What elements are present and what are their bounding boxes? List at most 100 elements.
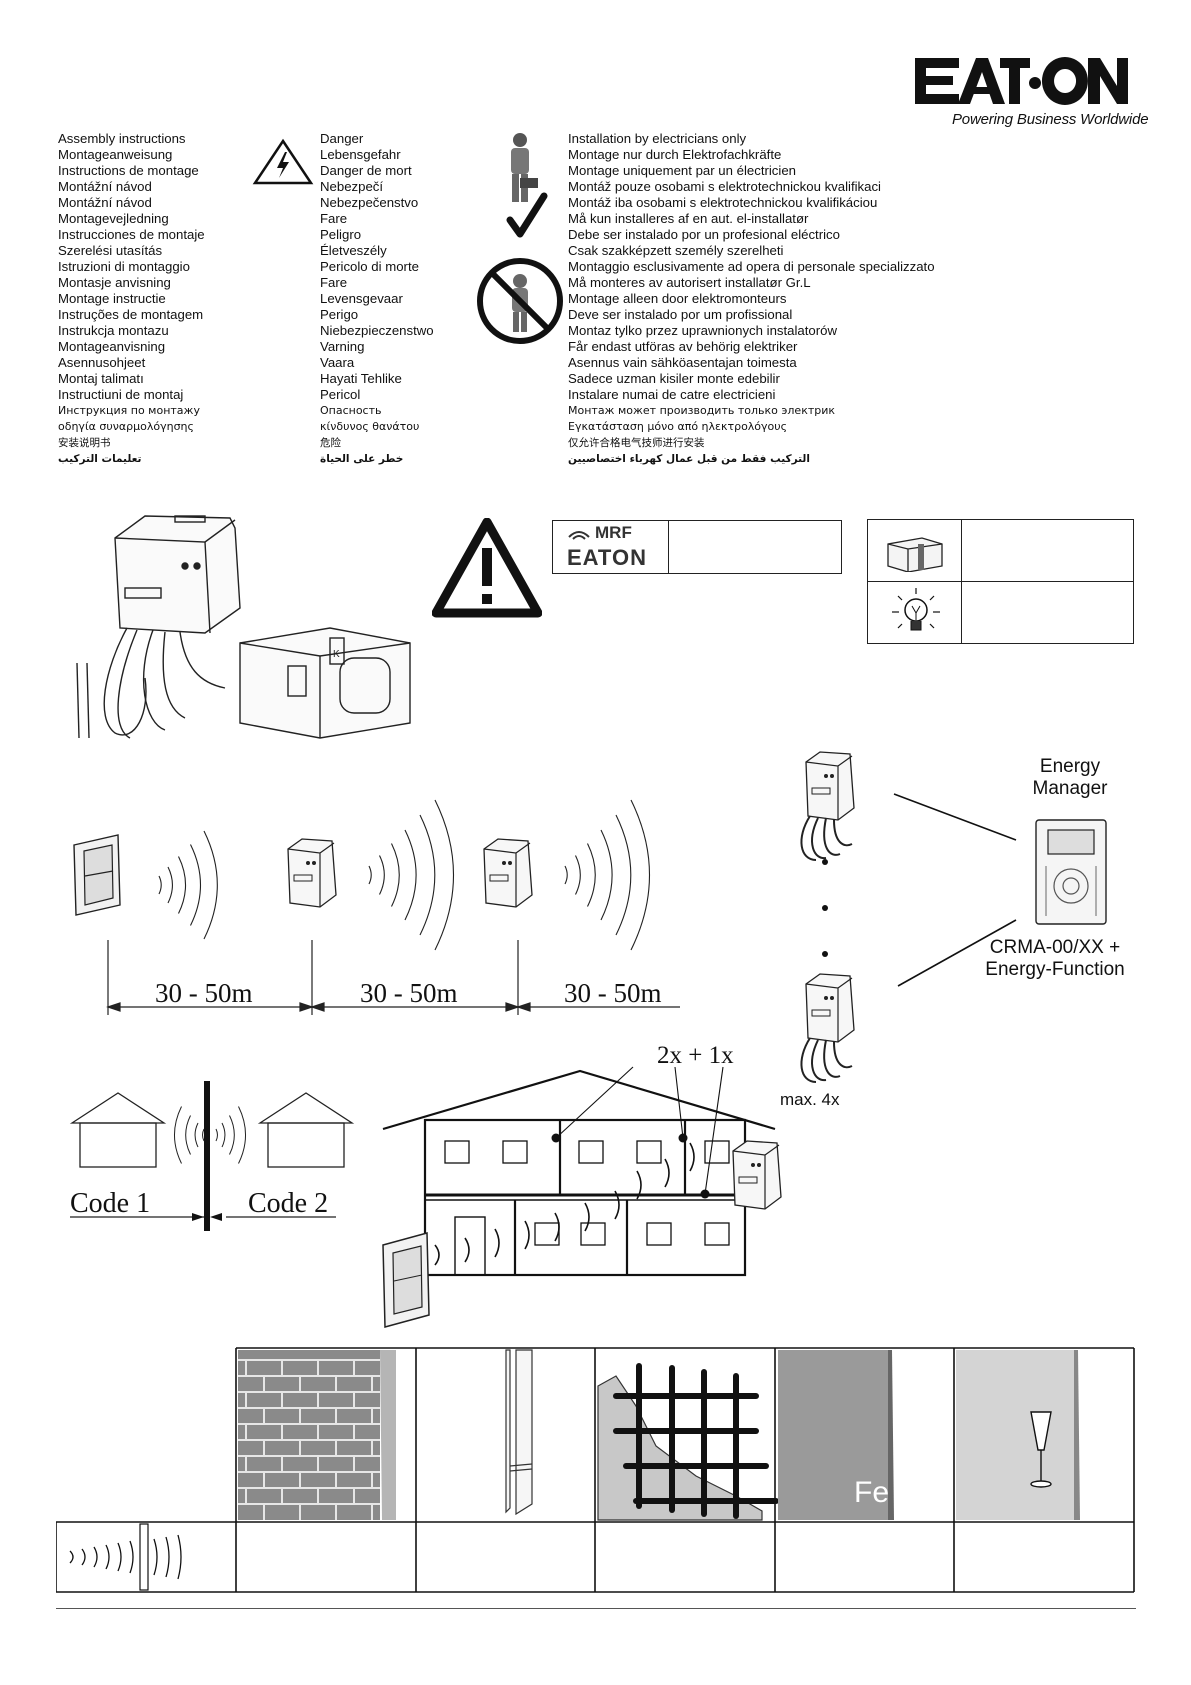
danger-line: Nebezpečí xyxy=(320,179,384,194)
product-info-table xyxy=(867,519,1134,644)
installation-line: Montaz tylko przez uprawnionych instalat… xyxy=(568,323,838,338)
instructions-line: Instruções de montagem xyxy=(58,307,204,322)
wall-switch-icon xyxy=(382,1232,430,1328)
brand-tagline: Powering Business Worldwide xyxy=(952,111,1149,128)
instructions-line: Montageanweisung xyxy=(58,147,173,162)
light-bulb-icon xyxy=(892,588,940,631)
range-distance-1: 30 - 50m xyxy=(155,978,253,1008)
danger-line: Levensgevaar xyxy=(320,291,403,306)
reinforced-concrete-icon xyxy=(597,1363,779,1521)
repeater-device-1 xyxy=(287,838,337,908)
installation-line: Må kun installeres af en aut. el-install… xyxy=(568,211,809,226)
actuator-with-current-clamp-illustration: K xyxy=(76,515,411,739)
brick-wall-icon xyxy=(238,1350,396,1520)
instructions-line: Assembly instructions xyxy=(58,131,186,146)
danger-line: Nebezpečenstvo xyxy=(320,195,419,210)
range-distance-2: 30 - 50m xyxy=(360,978,458,1008)
installation-line: Montaggio esclusivamente ad opera di per… xyxy=(568,259,935,274)
energy-actuator-2 xyxy=(800,973,855,1083)
instructions-line: Instructiuni de montaj xyxy=(58,387,184,402)
radio-waves-icon xyxy=(568,531,590,540)
installation-line: Installation by electricians only xyxy=(568,131,747,146)
glass-pane-icon xyxy=(956,1350,1080,1520)
wooden-panel-icon xyxy=(505,1349,533,1516)
installation-line: Εγκατάσταση μόνο από ηλεκτρολόγους xyxy=(568,420,788,433)
instructions-line: Montaj talimatı xyxy=(58,371,144,386)
no-unqualified-person-icon xyxy=(477,258,563,344)
instructions-line: Montagevejledning xyxy=(58,211,169,226)
mrf-logo: MRF EATON xyxy=(553,521,669,573)
danger-line: Niebezpieczenstwo xyxy=(320,323,434,338)
connection-lines xyxy=(893,793,1017,987)
installation-line: Debe ser instalado por un profesional el… xyxy=(568,227,840,242)
danger-line: Danger de mort xyxy=(320,163,412,178)
energy-actuator-1 xyxy=(800,751,855,861)
danger-line: Varning xyxy=(320,339,365,354)
installation-line: Montáž iba osobami s elektrotechnickou k… xyxy=(568,195,878,210)
mrf-label-box: MRF EATON xyxy=(552,520,842,574)
installation-line: Монтаж может производить только электрик xyxy=(568,404,836,417)
check-icon xyxy=(506,192,548,238)
installation-line: Deve ser instalado por um profissional xyxy=(568,307,793,322)
iron-symbol: Fe xyxy=(854,1476,889,1509)
danger-line: Vaara xyxy=(320,355,355,370)
installation-line: Asennus vain sähköasentajan toimesta xyxy=(568,355,797,370)
instructions-line: 安装说明书 xyxy=(58,437,111,449)
installation-line: Montage uniquement par un électricien xyxy=(568,163,796,178)
installation-line: Csak szakképzett személy szerelheti xyxy=(568,243,784,258)
materials-attenuation-table: Fe xyxy=(56,1347,1135,1593)
danger-line: Pericol xyxy=(320,387,361,402)
range-distance-3: 30 - 50m xyxy=(564,978,662,1008)
installation-line: Montáž pouze osobami s elektrotechnickou… xyxy=(568,179,881,194)
max-devices-label: max. 4x xyxy=(780,1090,840,1109)
house-left-icon xyxy=(69,1092,167,1124)
energy-manager-device xyxy=(1035,819,1107,925)
installation-line: Må monteres av autorisert installatør Gr… xyxy=(568,275,811,290)
instructions-line: Montasje anvisning xyxy=(58,275,171,290)
house-right-icon xyxy=(257,1092,355,1124)
energy-actuator-devices xyxy=(800,751,855,1083)
eaton-logo xyxy=(915,57,1128,105)
instructions-line: Инструкция по монтажу xyxy=(58,404,200,417)
radio-waves xyxy=(158,799,650,951)
danger-line: Életveszély xyxy=(320,243,387,258)
code-diagram xyxy=(69,1081,355,1231)
instructions-line: Asennusohjeet xyxy=(58,355,146,370)
installation-line: Instalare numai de catre electricieni xyxy=(568,387,776,402)
svg-text:K: K xyxy=(333,649,340,660)
danger-line: Perigo xyxy=(320,307,359,322)
instructions-line: Montage instructie xyxy=(58,291,166,306)
wine-glass-icon xyxy=(1030,1411,1052,1488)
signal-waves-icon xyxy=(69,1534,182,1580)
instructions-line: Montážní návod xyxy=(58,195,152,210)
mrf-text: MRF xyxy=(595,523,632,542)
danger-line: 危险 xyxy=(320,437,341,449)
danger-line: Fare xyxy=(320,275,348,290)
metal-plate-icon: Fe xyxy=(778,1350,894,1520)
warning-icon xyxy=(432,518,542,618)
danger-line: κίνδυνος θανάτου xyxy=(320,420,420,433)
house-cross-section-diagram xyxy=(382,1066,782,1328)
display-screen xyxy=(1047,829,1095,855)
instructions-line: تعليمات التركيب xyxy=(58,453,142,465)
installation-line: Får endast utföras av behörig elektriker xyxy=(568,339,798,354)
danger-line: Lebensgefahr xyxy=(320,147,401,162)
instructions-line: Instructions de montage xyxy=(58,163,199,178)
installation-line: Montage alleen door elektromonteurs xyxy=(568,291,787,306)
danger-line: Danger xyxy=(320,131,364,146)
danger-line: Fare xyxy=(320,211,348,226)
code-divider xyxy=(204,1081,210,1231)
mrf-eaton-text: EATON xyxy=(567,545,647,570)
code-2-label: Code 2 xyxy=(248,1188,329,1219)
instructions-line: Instrucciones de montaje xyxy=(58,227,205,242)
footer-rule xyxy=(56,1608,1136,1609)
electrician-icon xyxy=(506,133,548,238)
danger-line: Опасность xyxy=(320,404,382,417)
danger-line: خطر على الحياة xyxy=(320,453,404,465)
code-1-label: Code 1 xyxy=(70,1188,151,1219)
wall-switch-icon xyxy=(73,834,121,916)
